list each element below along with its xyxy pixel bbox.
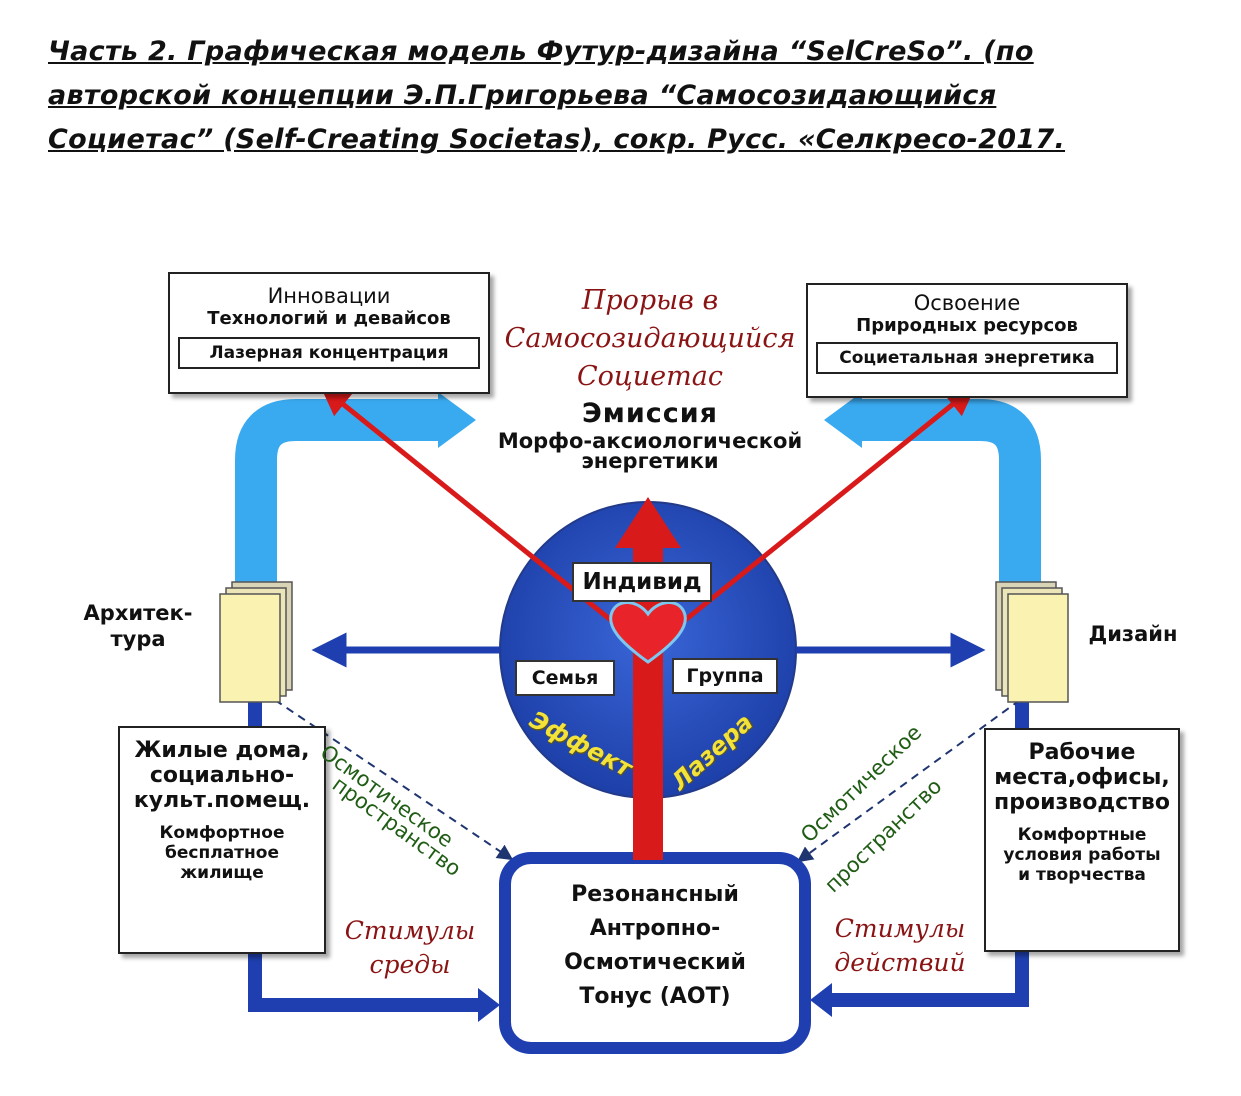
architecture-label: Архитек- тура (68, 600, 208, 652)
resources-subtitle: Природных ресурсов (856, 315, 1078, 336)
heading-line-2: авторской концепции Э.П.Григорьева “Само… (48, 80, 997, 111)
family-label: Семья (515, 660, 615, 696)
left-curved-blue-arrow (235, 399, 440, 590)
heading-line-3-main: Социетас” (Self-Creating Societas), сокр… (48, 124, 1055, 155)
design-label: Дизайн (1088, 622, 1178, 646)
left-bottom-connector-head (478, 988, 500, 1022)
red-diagonal-right (646, 385, 976, 652)
individual-label: Индивид (572, 562, 712, 602)
laser-concentration-box: Лазерная концентрация (178, 337, 480, 369)
stimuli-actions-line-1: Стимулы (834, 914, 966, 943)
workplaces-sub-1: Комфортные (1017, 825, 1147, 845)
right-curved-blue-arrow-head (824, 392, 862, 448)
breakthrough-text: Прорыв в Самосозидающийся Социетас (480, 282, 820, 396)
right-curved-blue-arrow (860, 399, 1041, 590)
red-vertical-arrow-head (615, 497, 681, 548)
emission-title: Эмиссия (581, 398, 719, 429)
aot-text: Резонансный Антропно- Осмотический Тонус… (515, 878, 795, 1014)
architecture-line-2: тура (110, 627, 166, 651)
aot-line-3: Осмотический (564, 950, 746, 975)
workplaces-line-3: производство (994, 790, 1170, 815)
emission-line-2: Морфо-аксиологической (497, 429, 803, 453)
housing-line-2: социально- (149, 763, 295, 788)
page-heading: Часть 2. Графическая модель Футур-дизайн… (48, 30, 1214, 162)
resources-title: Освоение (913, 291, 1021, 315)
innovations-subtitle: Технологий и девайсов (207, 308, 451, 329)
workplaces-line-1: Рабочие (1028, 740, 1136, 765)
aot-line-1: Резонансный (571, 882, 739, 907)
architecture-line-1: Архитек- (83, 601, 193, 625)
heading-line-3: Социетас” (Self-Creating Societas), сокр… (48, 118, 1214, 162)
left-curved-blue-arrow-head (438, 392, 476, 448)
left-page-stack-icon (219, 581, 293, 703)
group-label: Группа (672, 658, 778, 694)
stimuli-environment: Стимулы среды (330, 914, 490, 982)
housing-sub-1: Комфортное (159, 823, 285, 843)
breakthrough-line-1: Прорыв в (581, 285, 719, 316)
housing-sub-2: бесплатное (165, 843, 279, 863)
housing-box: Жилые дома, социально- культ.помещ. Комф… (118, 726, 326, 954)
stimuli-environment-line-1: Стимулы (344, 916, 476, 945)
aot-line-2: Антропно- (589, 916, 721, 941)
innovations-title: Инновации (267, 284, 391, 308)
breakthrough-line-2: Самосозидающийся (504, 323, 796, 354)
resources-box: Освоение Природных ресурсов Социетальная… (806, 283, 1128, 398)
red-diagonal-left (320, 385, 650, 652)
housing-sub-3: жилище (180, 863, 264, 883)
aot-line-4: Тонус (АОТ) (579, 984, 731, 1009)
heading-line-3-end: . (1054, 124, 1066, 155)
right-bottom-connector-head (810, 983, 832, 1017)
right-page-stack-icon (995, 581, 1069, 703)
stimuli-actions: Стимулы действий (818, 912, 982, 980)
workplaces-line-2: места,офисы, (994, 765, 1170, 790)
housing-line-1: Жилые дома, (134, 738, 310, 763)
emission-text: Эмиссия Морфо-аксиологической энергетики (470, 398, 830, 473)
workplaces-box: Рабочие места,офисы, производство Комфор… (984, 728, 1180, 952)
housing-line-3: культ.помещ. (133, 788, 311, 813)
workplaces-sub-3: и творчества (1018, 865, 1146, 885)
innovations-box: Инновации Технологий и девайсов Лазерная… (168, 272, 490, 394)
right-dashed-arrow (796, 699, 1021, 863)
emission-line-3: энергетики (581, 449, 719, 473)
heart-icon (609, 601, 687, 664)
societal-energy-box: Социетальная энергетика (816, 342, 1118, 374)
breakthrough-line-3: Социетас (577, 361, 723, 392)
workplaces-sub-2: условия работы (1003, 845, 1161, 865)
heading-line-1: Часть 2. Графическая модель Футур-дизайн… (48, 36, 1034, 67)
stimuli-actions-line-2: действий (834, 948, 966, 977)
stimuli-environment-line-2: среды (369, 950, 451, 979)
